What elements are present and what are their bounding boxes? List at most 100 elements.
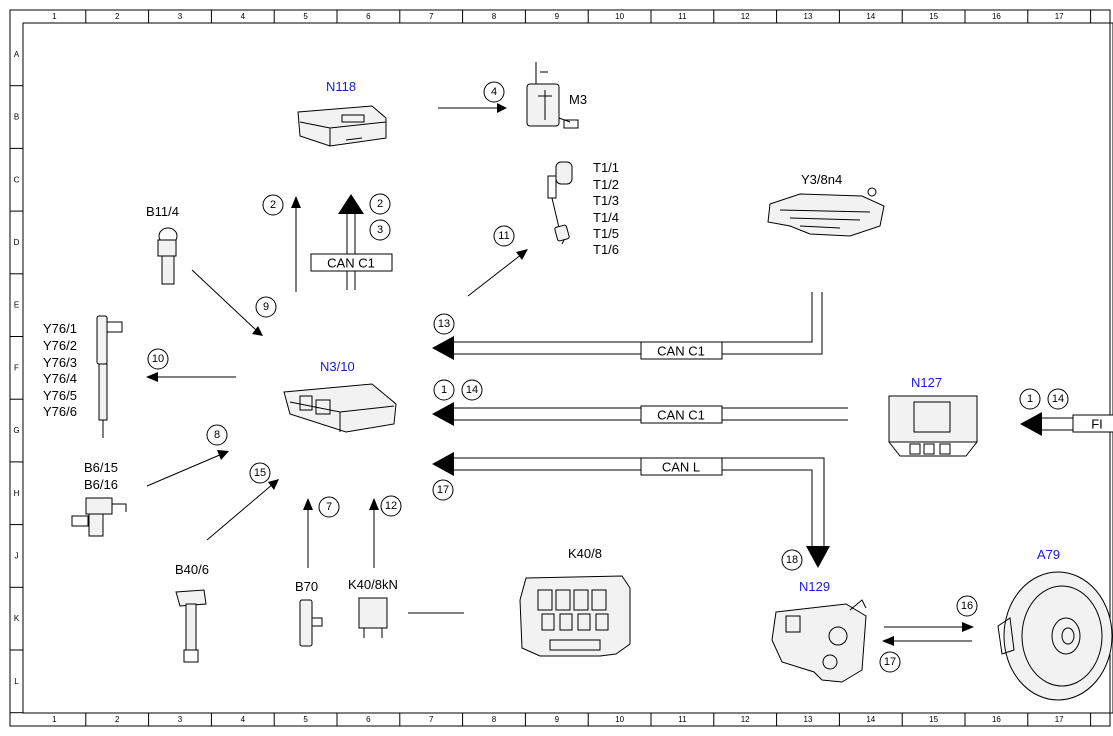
grid-row-label: B <box>14 113 19 122</box>
diagram-frame <box>9 9 1111 727</box>
can-c1-y3-label: CAN C1 <box>657 344 705 359</box>
b11-label: B11/4 <box>146 204 179 219</box>
grid-column-label: 5 <box>303 12 308 21</box>
arrow-n310-to-t1 <box>467 253 523 297</box>
k40-label: K40/8 <box>568 546 602 561</box>
grid-column-label: 8 <box>492 12 497 21</box>
b6-label: B6/16 <box>84 477 118 492</box>
t1-label: T1/6 <box>593 242 619 257</box>
grid-column-label: 16 <box>992 715 1001 724</box>
callout-number: 17 <box>884 656 896 668</box>
k40-fusebox-icon[interactable] <box>519 575 631 657</box>
a79-starter-generator-icon[interactable] <box>997 571 1113 701</box>
t1-label: T1/5 <box>593 226 619 241</box>
arrowhead-b70 <box>303 498 313 510</box>
grid-row-label: C <box>14 175 20 184</box>
n310-label: N3/10 <box>320 359 355 374</box>
callout-number: 7 <box>326 501 332 513</box>
k40kn-relay-icon[interactable] <box>358 597 388 638</box>
grid-column-label: 17 <box>1055 715 1064 724</box>
fi-label: FI <box>1091 417 1103 432</box>
b70-label: B70 <box>295 579 318 594</box>
arrowhead-can-c1-y3 <box>432 336 454 360</box>
arrowhead-b40 <box>268 479 279 490</box>
grid-column-label: 7 <box>429 12 434 21</box>
callout-number: 15 <box>254 467 266 479</box>
callout-number: 18 <box>786 554 798 566</box>
grid-column-label: 13 <box>804 715 813 724</box>
y76-label: Y76/3 <box>43 355 77 370</box>
grid-column-label: 1 <box>52 12 57 21</box>
grid-column-label: 4 <box>241 715 246 724</box>
grid-row-label: D <box>14 238 20 247</box>
b6-label-list: B6/15 B6/16 <box>84 460 118 492</box>
grid-column-label: 5 <box>303 715 308 724</box>
grid-column-label: 12 <box>741 12 750 21</box>
arrowhead-k40kn <box>369 498 379 510</box>
can-c1-n127-label: CAN C1 <box>657 408 705 423</box>
y3-valve-body-icon[interactable] <box>767 187 885 237</box>
arrowhead-n118-thin <box>291 196 301 208</box>
b6-sensor-icon[interactable] <box>71 497 127 537</box>
grid-column-label: 17 <box>1055 12 1064 21</box>
grid-column-label: 2 <box>115 12 120 21</box>
b11-sensor-icon[interactable] <box>157 227 178 285</box>
callout-number: 2 <box>270 199 276 211</box>
grid-column-label: 3 <box>178 12 183 21</box>
callout-number: 4 <box>491 86 497 98</box>
n129-label: N129 <box>799 579 830 594</box>
can-l-label: CAN L <box>662 460 700 475</box>
can-l-box <box>640 457 723 476</box>
n127-module-icon[interactable] <box>888 395 978 457</box>
n310-ecu-icon[interactable] <box>283 383 397 433</box>
callout-number: 9 <box>263 301 269 313</box>
grid-column-label: 16 <box>992 12 1001 21</box>
y3-label: Y3/8n4 <box>801 172 842 187</box>
y76-label: Y76/2 <box>43 338 77 353</box>
can-c1-up-bus <box>346 214 356 290</box>
grid-column-label: 7 <box>429 715 434 724</box>
b40-sensor-icon[interactable] <box>175 589 207 663</box>
grid-column-label: 6 <box>366 12 371 21</box>
n127-label: N127 <box>911 375 942 390</box>
grid-column-label: 10 <box>615 12 624 21</box>
grid-column-label: 1 <box>52 715 57 724</box>
arrow-b40-to-n310 <box>206 483 274 541</box>
grid-row-label: L <box>14 677 19 686</box>
callout-number: 11 <box>498 230 509 242</box>
callout-number: 8 <box>214 429 220 441</box>
arrowhead-fi <box>1020 412 1042 436</box>
n118-label: N118 <box>326 79 356 94</box>
b70-sensor-icon[interactable] <box>299 599 323 647</box>
grid-column-label: 10 <box>615 715 624 724</box>
y76-label: Y76/5 <box>43 388 77 403</box>
grid-column-label: 11 <box>678 715 687 724</box>
arrowhead-b11 <box>252 326 263 336</box>
arrowhead-y76 <box>146 372 158 382</box>
can-c1-y3-box <box>640 341 723 360</box>
callout-number: 2 <box>377 198 383 210</box>
arrowhead-n118-bus <box>338 194 364 214</box>
y76-label: Y76/6 <box>43 404 77 419</box>
t1-ignition-coil-icon[interactable] <box>547 161 573 245</box>
y76-injector-icon[interactable] <box>96 315 123 438</box>
grid-row-label: H <box>14 489 20 498</box>
grid-column-label: 2 <box>115 715 120 724</box>
grid-row-label: F <box>14 363 19 372</box>
n118-module-icon[interactable] <box>297 105 387 147</box>
grid-column-label: 9 <box>555 715 560 724</box>
arrowhead-a79 <box>962 622 974 632</box>
callout-number: 14 <box>466 384 478 396</box>
m3-pump-icon[interactable] <box>526 62 579 129</box>
can-c1-y3-bus <box>452 292 823 355</box>
grid-column-label: 8 <box>492 715 497 724</box>
t1-label-list: T1/1 T1/2 T1/3 T1/4 T1/5 T1/6 <box>593 160 619 257</box>
k40kn-label: K40/8kN <box>348 577 398 592</box>
n129-module-icon[interactable] <box>771 599 867 683</box>
grid-column-label: 6 <box>366 715 371 724</box>
arrowhead-can-c1-n127 <box>432 402 454 426</box>
callout-number: 12 <box>385 500 397 512</box>
grid-column-label: 15 <box>929 12 938 21</box>
